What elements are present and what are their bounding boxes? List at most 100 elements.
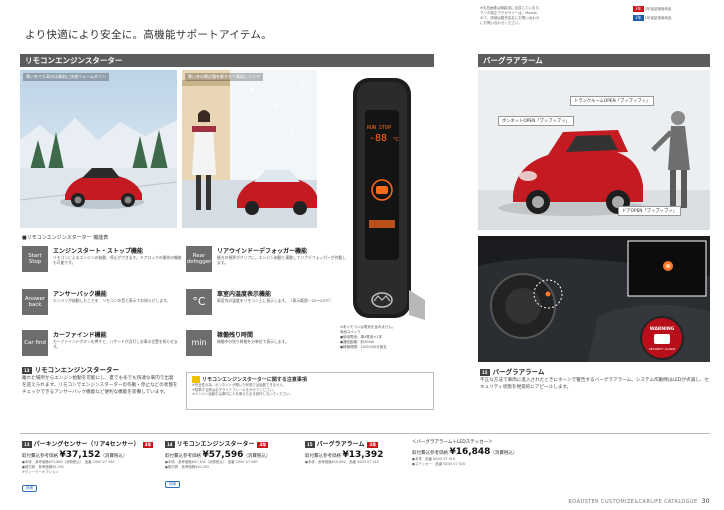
warning-icon: [192, 376, 200, 383]
photo-caption: 寒い冬の朝は霜を解かせて事前にクリア: [185, 73, 263, 81]
feature-answer-back: Answer back アンサーバック機能 エンジンが始動したことを、リモコンの…: [22, 289, 182, 319]
photo-caption: 寒い冬でも車内は事前に快適ウォームダウン: [23, 73, 109, 81]
fob-spec-line: ●稼働時間：10/20/30分設定: [340, 345, 387, 349]
feature-title: カーファインド機能: [53, 332, 107, 339]
product-line: ●本体 品番 N243 V7 010: [412, 457, 456, 461]
feature-title: アンサーバック機能: [53, 291, 107, 298]
product-line: ●本体 参考価格¥31,860（消費税込） 品番 C900 V7 350: [22, 460, 115, 464]
product-name: バーグラアラーム: [316, 441, 365, 448]
price-label: 取付費込参考価格: [165, 454, 201, 459]
warning-sticker: WARNING SECURITY ALARM: [640, 316, 684, 360]
note-line: マツダ純正アクセサリーは、Mazda: [480, 11, 537, 15]
note-line: ※欠品画像は撮影用に合成しています。: [480, 6, 542, 10]
catalogue-name: ROADSTER CUSTOMIZE&CARLIFE CATALOGUE: [568, 499, 698, 505]
trunk-callout: トランクルームOPEN「ブッブッブッ」: [570, 96, 655, 106]
product-line: ●ステッカー 品番 N243 V7 020: [412, 461, 466, 466]
feature-car-find: Car find カーファインド機能 カーファインドボタンを押すと、ハザードが点…: [22, 330, 182, 360]
subhead-title: バーグラアラーム: [492, 368, 545, 376]
frost-car-illustration: [182, 70, 317, 228]
fob-note: ※本リモコンは電池を含みません。: [340, 325, 396, 329]
detail-tag[interactable]: 詳細: [165, 480, 180, 488]
rear-defogger-icon: Rear defogger: [186, 246, 212, 272]
item-number: 15: [480, 368, 490, 376]
burglar-alarm-body: 不正な方法で車両に進入されたときにホーンで警告するバーグラアラーム。システム作動…: [480, 378, 709, 390]
fob-spec-line: ●通信距離：約300m: [340, 340, 375, 344]
burglar-alarm-photo: トランクルームOPEN「ブッブッブッ」 ボンネットOPEN「ブッブッブッ」 ドア…: [478, 70, 710, 230]
alarm-car-illustration: [478, 70, 710, 230]
product-line: ●取付費 参考価格¥10,292: [165, 464, 210, 469]
feature-desc: 稼働中の残り時間を分単位で表示します。: [217, 339, 289, 344]
start-stop-icon: Start Stop: [22, 246, 48, 272]
remote-starter-body: 離れた場所からエンジン始動を可能にし、夏でも冬でも快適な車内で出発を迎えられます…: [22, 376, 178, 395]
warranty-badge: 3年: [142, 441, 154, 448]
product-line: ●本体 参考価格¥10,692 品番 N243 V7 010: [305, 460, 380, 464]
product-name: リモコンエンジンスターター: [176, 441, 255, 448]
feature-desc: エンジンが始動したことを、リモコンの音と表示でお知らせします。: [53, 298, 171, 303]
caution-title: リモコンエンジンスターターに関する注意事項: [202, 377, 307, 383]
sticker-bottom-text: SECURITY ALARM: [648, 347, 676, 351]
remote-starter-section-bar: リモコンエンジンスターター: [20, 54, 434, 67]
caution-box: リモコンエンジンスターターに関する注意事項 ※安全性の為、ボンネットが開いた状態…: [186, 372, 434, 410]
temperature-icon: °C: [186, 289, 212, 315]
product-alarm-led-set: ＜バーグラアラーム＋LEDステッカー＞ 取付費込参考価格 ¥16,848（消費税…: [412, 439, 542, 467]
feature-title: 車室内温度表示機能: [217, 291, 272, 298]
warranty-3-text: 3年保証適用商品: [644, 7, 672, 11]
caution-line: ※駐車する際は必ずサイドブレーキをかけてください。: [192, 387, 277, 392]
feature-start-stop: Start Stop エンジンスタート・ストップ機能 リモコンによるエンジンの始…: [22, 246, 182, 276]
remote-fob-image: RUN STOP -88 °C: [345, 70, 433, 325]
door-callout: ドアOPEN「ブッブッブッ」: [618, 206, 681, 216]
winter-car-illustration: [20, 70, 177, 228]
product-price: ¥13,392: [342, 450, 384, 460]
page-headline: より快適により安全に。高機能サポートアイテム。: [25, 29, 272, 41]
fob-spec: ※本リモコンは電池を含みません。 商品スペック ●使用電池：単4電池×1本 ●通…: [340, 325, 436, 350]
product-number: 13: [22, 441, 32, 448]
note-line: にお問い合わせください。: [480, 21, 522, 25]
price-suffix: （消費税込）: [100, 454, 128, 459]
winter-car-photo: 寒い冬でも車内は事前に快適ウォームダウン: [20, 70, 177, 228]
note-line: ので、詳細は販売会社にお問い合わせ: [480, 16, 540, 20]
car-silhouette-icon: [654, 334, 670, 344]
price-label: 取付費込参考価格: [412, 451, 448, 456]
feature-rear-defogger: Rear defogger リアウインドーデフォッガー機能 後方の視界がクリアに…: [186, 246, 346, 276]
detail-tag[interactable]: 詳細: [22, 485, 37, 493]
warranty-1-text: 1年保証適用商品: [644, 16, 672, 20]
feature-title: リアウインドーデフォッガー機能: [217, 248, 308, 255]
feature-title: エンジンスタート・ストップ機能: [53, 248, 143, 255]
feature-desc: カーファインドボタンを押すと、ハザードが点灯しお車の位置を知らせます。: [53, 339, 178, 349]
fob-spec-line: 商品スペック: [340, 330, 361, 334]
features-table-title: ■リモコンエンジンスターター 機能表: [22, 235, 109, 241]
answer-back-icon: Answer back: [22, 289, 48, 315]
key-fob-illustration: [353, 78, 425, 320]
product-name: パーキングセンサー（リア4センサー）: [33, 441, 140, 448]
feature-title: 稼働残り時間: [217, 332, 254, 339]
price-suffix: （消費税込）: [243, 454, 271, 459]
product-name: ＜バーグラアラーム＋LEDステッカー＞: [412, 440, 493, 445]
warranty-3-badge: 3年: [633, 6, 644, 12]
warranty-1-badge: 1年: [633, 15, 644, 21]
product-line: ●取付費 参考価格¥5,292: [22, 464, 64, 469]
item-number: 13: [22, 366, 32, 374]
price-suffix: （消費税込）: [490, 451, 518, 456]
warranty-badge: 3年: [257, 441, 269, 448]
feature-desc: 後方の視界がクリアに。エンジン始動と連動してリアデフォッガーが作動します。: [217, 255, 346, 265]
price-label: 取付費込参考価格: [305, 454, 341, 459]
caution-line: ※安全性の為、ボンネットが開いた状態では始動できません。: [192, 383, 287, 387]
subhead-title: リモコンエンジンスターター: [34, 366, 119, 374]
burglar-alarm-section-bar: バーグラアラーム: [478, 54, 710, 67]
product-price: ¥16,848: [449, 447, 491, 457]
product-number: 14: [165, 441, 175, 448]
price-label: 取付費込参考価格: [22, 454, 58, 459]
page-number: 30: [701, 498, 710, 505]
car-find-icon: Car find: [22, 330, 48, 356]
minutes-icon: min: [186, 330, 212, 356]
bonnet-callout: ボンネットOPEN「ブッブッブッ」: [498, 116, 574, 126]
fob-spec-line: ●使用電池：単4電池×1本: [340, 335, 382, 339]
